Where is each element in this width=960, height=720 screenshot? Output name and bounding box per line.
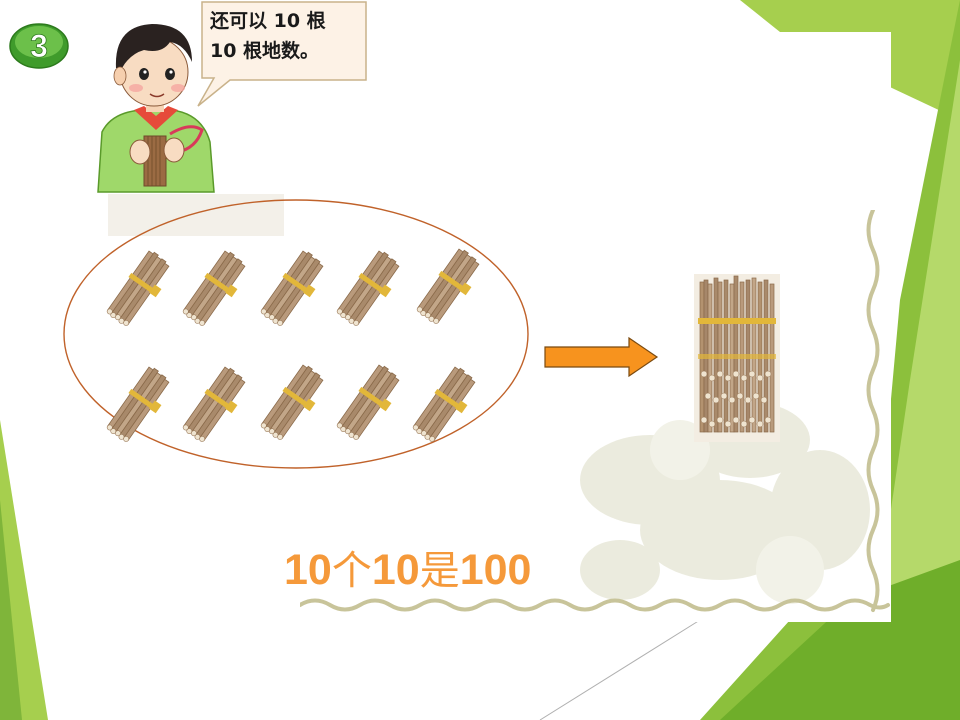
step-number-badge: 3 <box>9 23 69 69</box>
stick-bundle <box>334 360 404 444</box>
thin-diagonal-line <box>539 619 701 720</box>
conclusion-part: 是 <box>419 548 460 594</box>
boy-hair <box>115 24 192 68</box>
conclusion-part: 10 <box>371 546 420 594</box>
speech-bubble <box>197 1 367 107</box>
boy-illustration <box>97 24 215 193</box>
stick-bundle <box>410 362 480 446</box>
stick-bundle <box>104 362 174 446</box>
speech-text: 还可以 10 根 10 根地数。 <box>210 6 360 66</box>
stick-bundle <box>180 362 250 446</box>
hundred-bundle <box>694 274 780 442</box>
stick-bundle <box>258 246 328 330</box>
green-triangle-left-dark <box>0 500 22 720</box>
speech-line-1: 还可以 10 根 <box>210 10 326 32</box>
orange-arrow-icon <box>544 336 659 378</box>
stick-bundle <box>334 246 404 330</box>
speech-line-2: 10 根地数。 <box>210 40 320 62</box>
conclusion-part: 100 <box>459 546 532 594</box>
red-scarf <box>134 106 178 130</box>
vine-border-bottom <box>300 598 890 612</box>
conclusion-text: 10个10是100 <box>284 538 531 596</box>
conclusion-part: 10 <box>284 546 332 594</box>
stick-bundle <box>258 360 328 444</box>
stick-bundle <box>414 244 484 328</box>
step-number: 3 <box>30 28 48 64</box>
stick-bundle <box>104 246 174 330</box>
stick-bundle <box>180 246 250 330</box>
bundle-group-ellipse <box>63 199 529 469</box>
conclusion-part: 个 <box>331 548 372 594</box>
vine-border-right <box>866 210 880 612</box>
green-triangle-bottom-right <box>720 560 960 720</box>
